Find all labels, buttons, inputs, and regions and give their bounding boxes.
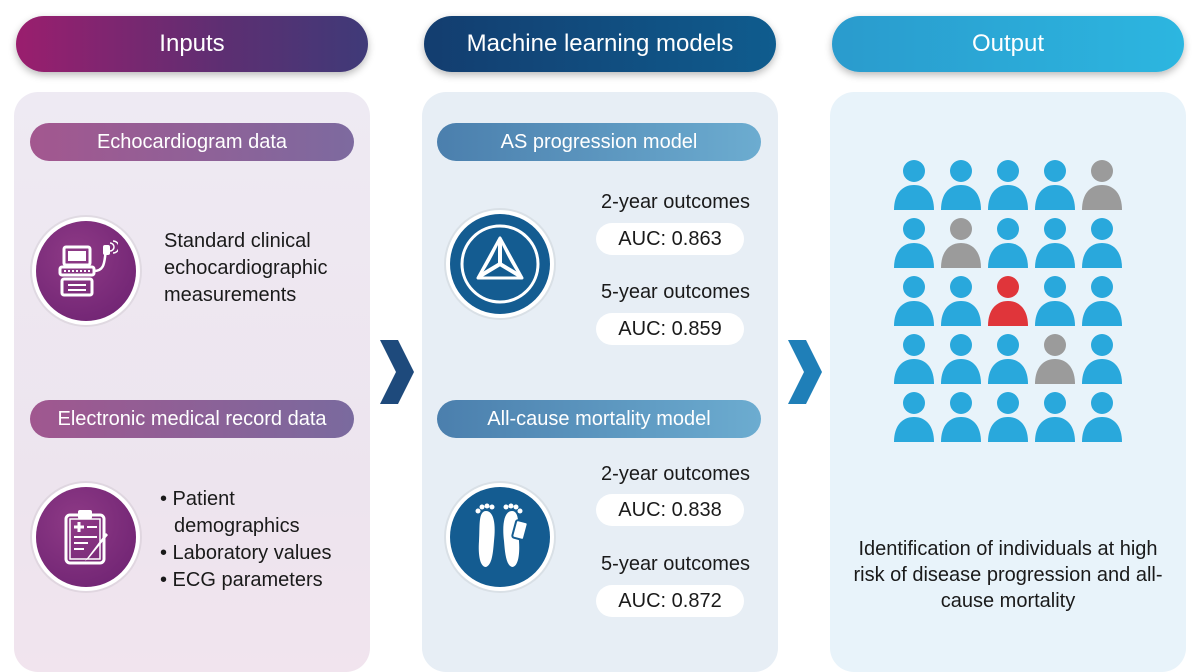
person-icon <box>1082 218 1122 268</box>
emr-item: • Laboratory values <box>160 542 332 564</box>
person-icon <box>941 276 981 326</box>
inputs-header: Inputs <box>16 16 368 72</box>
people-grid <box>892 158 1124 448</box>
emr-item-list: • Patient demographics • Laboratory valu… <box>160 486 370 594</box>
person-icon <box>988 218 1028 268</box>
output-header-label: Output <box>971 30 1045 57</box>
person-icon <box>894 392 934 442</box>
arrow-right-icon <box>380 340 414 404</box>
auc-badge: AUC: 0.863 <box>596 223 744 255</box>
person-icon <box>941 160 981 210</box>
outcome-title: 5-year outcomes <box>601 553 750 575</box>
heart-valve-icon <box>450 214 550 314</box>
person-icon <box>988 334 1028 384</box>
output-description: Identification of individuals at high ri… <box>853 538 1163 612</box>
person-icon <box>894 160 934 210</box>
person-icon <box>1035 276 1075 326</box>
clipboard-record-icon <box>36 487 136 587</box>
auc-badge: AUC: 0.859 <box>596 313 744 345</box>
emr-item: • Patient <box>160 488 235 510</box>
echocardiograph-machine-icon <box>36 221 136 321</box>
ml-models-header: Machine learning models <box>424 16 776 72</box>
outcome-title: 2-year outcomes <box>601 191 750 213</box>
person-icon <box>941 334 981 384</box>
feet-toe-tag-icon <box>450 487 550 587</box>
arrow-right-icon <box>788 340 822 404</box>
inputs-header-label: Inputs <box>159 30 225 57</box>
person-icon <box>988 276 1028 326</box>
person-icon <box>941 392 981 442</box>
all-cause-mortality-model-pill: All-cause mortality model <box>437 400 761 438</box>
ml-models-header-label: Machine learning models <box>466 30 734 57</box>
person-icon <box>894 218 934 268</box>
person-icon <box>1035 218 1075 268</box>
person-icon <box>941 218 981 268</box>
outcome-title: 2-year outcomes <box>601 463 750 485</box>
person-icon <box>988 160 1028 210</box>
person-icon <box>1082 392 1122 442</box>
person-icon <box>988 392 1028 442</box>
auc-badge: AUC: 0.872 <box>596 585 744 617</box>
echo-description: Standard clinical echocardiographic meas… <box>164 230 328 306</box>
emr-item: demographics <box>174 515 300 537</box>
emr-item: • ECG parameters <box>160 569 323 591</box>
person-icon <box>1082 276 1122 326</box>
emr-data-pill: Electronic medical record data <box>30 400 354 438</box>
outcome-title: 5-year outcomes <box>601 281 750 303</box>
echocardiogram-data-pill: Echocardiogram data <box>30 123 354 161</box>
output-header: Output <box>832 16 1184 72</box>
as-progression-model-pill: AS progression model <box>437 123 761 161</box>
person-icon <box>1035 334 1075 384</box>
person-icon <box>1035 392 1075 442</box>
auc-badge: AUC: 0.838 <box>596 494 744 526</box>
person-icon <box>1082 160 1122 210</box>
person-icon <box>894 334 934 384</box>
person-icon <box>1082 334 1122 384</box>
person-icon <box>894 276 934 326</box>
person-icon <box>1035 160 1075 210</box>
